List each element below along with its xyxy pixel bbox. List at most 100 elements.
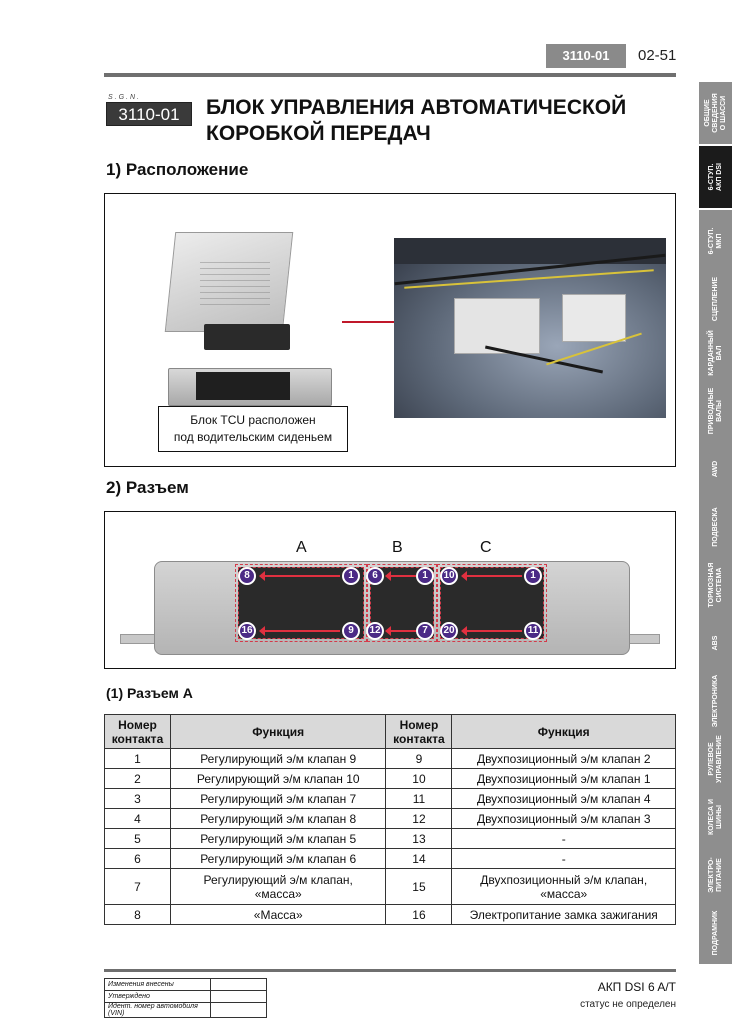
footer-rule [104, 969, 676, 972]
function-cell: Двухпозиционный э/м клапан,«масса» [451, 868, 676, 905]
revision-label: Идент. номер автомобиля (VIN) [104, 1002, 211, 1018]
pin-marker: 1 [416, 567, 434, 585]
pin-number-cell: 13 [385, 828, 453, 849]
pin-order-arrow [461, 571, 522, 581]
tab-electronics[interactable]: ЭЛЕКТРОНИКА [699, 670, 732, 732]
pin-number-cell: 2 [104, 768, 171, 789]
function-cell: Двухпозиционный э/м клапан 2 [451, 748, 676, 769]
pin-number-cell: 14 [385, 848, 453, 869]
page-number: 02-51 [638, 47, 677, 64]
pin-number-cell: 16 [385, 904, 453, 925]
function-cell: «Масса» [169, 904, 387, 925]
revision-row: Изменения внесены [104, 978, 267, 991]
revision-value [210, 978, 267, 991]
pin-number-cell: 9 [385, 748, 453, 769]
tab-steering[interactable]: РУЛЕВОЕ УПРАВЛЕНИЕ [699, 728, 732, 790]
caption-line1: Блок TCU расположен [190, 413, 316, 427]
revision-value [210, 990, 267, 1003]
pin-number-cell: 3 [104, 788, 171, 809]
pin-number-cell: 8 [104, 904, 171, 925]
function-cell: Регулирующий э/м клапан 10 [169, 768, 387, 789]
tab-manual-transmission[interactable]: 6-СТУП. МКП [699, 210, 732, 272]
pin-number-cell: 6 [104, 848, 171, 869]
pin-number-cell: 5 [104, 828, 171, 849]
table-row: 8 «Масса» 16 Электропитание замка зажига… [104, 904, 676, 925]
function-cell: Двухпозиционный э/м клапан 1 [451, 768, 676, 789]
tab-subframe[interactable]: ПОДРАМНИК [699, 902, 732, 964]
function-cell: Регулирующий э/м клапан 9 [169, 748, 387, 769]
col-function: Функция [451, 714, 676, 749]
location-caption: Блок TCU расположен под водительским сид… [158, 406, 348, 452]
tab-abs[interactable]: ABS [699, 612, 732, 674]
pin-marker: 8 [238, 567, 256, 585]
tab-chassis-general[interactable]: ОБЩИЕ СВЕДЕНИЯ О ШАССИ [699, 82, 732, 144]
pin-number-cell: 10 [385, 768, 453, 789]
location-pointer-line [342, 321, 394, 323]
pin-order-arrow [259, 626, 340, 636]
connector-label-a: A [296, 539, 307, 556]
sgn-label: S.G.N. [108, 94, 142, 101]
function-cell: Регулирующий э/м клапан,«масса» [169, 868, 387, 905]
pin-number-cell: 1 [104, 748, 171, 769]
pin-number-cell: 4 [104, 808, 171, 829]
photo-tcu-unit [454, 298, 540, 354]
tab-propeller-shaft[interactable]: КАРДАННЫЙ ВАЛ [699, 322, 732, 384]
section2-number: 2) [106, 478, 122, 497]
photo-module [562, 294, 626, 342]
function-cell: Электропитание замка зажигания [451, 904, 676, 925]
revision-label: Утверждено [104, 990, 211, 1003]
pin-number-cell: 11 [385, 788, 453, 809]
header-rule [104, 73, 676, 77]
page-title: БЛОК УПРАВЛЕНИЯ АВТОМАТИЧЕСКОЙ КОРОБКОЙ … [206, 95, 676, 147]
col-function: Функция [169, 714, 387, 749]
tab-dsi-automatic[interactable]: 6-СТУП. АКП DSI [699, 146, 732, 208]
function-cell: - [451, 848, 676, 869]
pin-marker: 1 [524, 567, 542, 585]
section-code-badge: 3110-01 [546, 44, 626, 68]
tab-clutch[interactable]: СЦЕПЛЕНИЕ [699, 268, 732, 330]
table-row: 3 Регулирующий э/м клапан 7 11 Двухпозиц… [104, 788, 676, 809]
tab-awd[interactable]: AWD [699, 438, 732, 500]
revision-row: Идент. номер автомобиля (VIN) [104, 1002, 267, 1018]
connector-label-c: C [480, 539, 492, 556]
function-cell: - [451, 828, 676, 849]
tcu-connector-image [204, 324, 290, 350]
function-cell: Регулирующий э/м клапан 5 [169, 828, 387, 849]
section2-heading: 2) Разъем [106, 478, 189, 498]
tab-wheels-tires[interactable]: КОЛЕСА И ШИНЫ [699, 786, 732, 848]
pin-marker: 9 [342, 622, 360, 640]
pin-number-cell: 15 [385, 868, 453, 905]
tcu-front-connector [196, 372, 290, 400]
tab-drive-shafts[interactable]: ПРИВОДНЫЕ ВАЛЫ [699, 380, 732, 442]
table-row: 4 Регулирующий э/м клапан 8 12 Двухпозиц… [104, 808, 676, 829]
revision-label: Изменения внесены [104, 978, 211, 991]
table-row: 1 Регулирующий э/м клапан 9 9 Двухпозици… [104, 748, 676, 769]
revision-value [210, 1002, 267, 1018]
pin-marker: 6 [366, 567, 384, 585]
tab-brake-system[interactable]: ТОРМОЗНАЯ СИСТЕМА [699, 554, 732, 616]
pin-order-arrow [385, 626, 416, 636]
page-title-line2: КОРОБКОЙ ПЕРЕДАЧ [206, 122, 431, 145]
pin-marker: 20 [440, 622, 458, 640]
connector-label-b: B [392, 539, 403, 556]
table-row: 7 Регулирующий э/м клапан,«масса» 15 Дву… [104, 868, 676, 905]
subsection-title: (1) Разъем A [106, 685, 193, 701]
pin-marker: 7 [416, 622, 434, 640]
section2-title: Разъем [125, 478, 189, 497]
revision-row: Утверждено [104, 990, 267, 1003]
function-cell: Регулирующий э/м клапан 6 [169, 848, 387, 869]
function-cell: Регулирующий э/м клапан 7 [169, 788, 387, 809]
footer-status: статус не определен [580, 999, 676, 1010]
function-cell: Двухпозиционный э/м клапан 3 [451, 808, 676, 829]
section1-title: Расположение [125, 160, 249, 179]
tab-suspension[interactable]: ПОДВЕСКА [699, 496, 732, 558]
footer-model: АКП DSI 6 A/T [597, 980, 676, 994]
section1-number: 1) [106, 160, 122, 179]
tab-power-supply[interactable]: ЭЛЕКТРО- ПИТАНИЕ [699, 844, 732, 906]
pin-order-arrow [385, 571, 416, 581]
pin-marker: 1 [342, 567, 360, 585]
